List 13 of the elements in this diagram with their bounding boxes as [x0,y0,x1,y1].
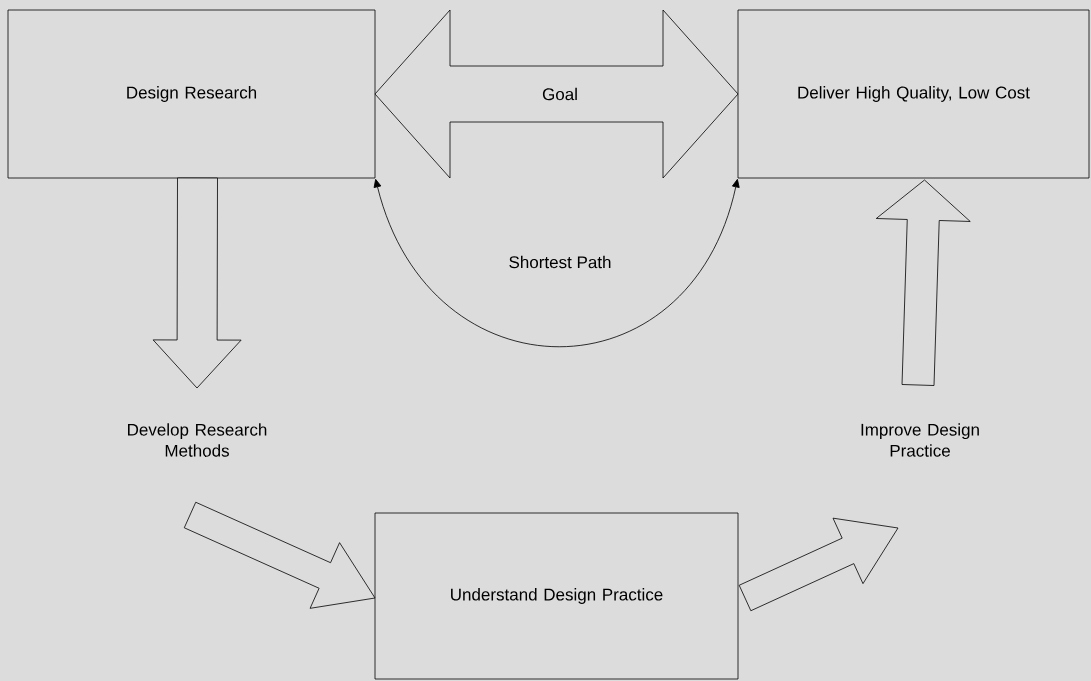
block-arrow [875,179,971,386]
block-arrow [738,517,899,612]
curved-arrow [373,178,740,348]
process-box: Design Research [7,9,376,179]
edge-label: Shortest Path [509,255,611,269]
block-arrow [152,177,242,389]
block-arrow [183,501,376,609]
process-box: Understand Design Practice [374,512,739,680]
process-box: Deliver High Quality, Low Cost [737,9,1090,179]
block-arrow [374,9,739,179]
node-text: Develop Research Methods [128,423,267,457]
node-text: Improve Design Practice [861,423,979,457]
edge-label: Goal [542,87,577,101]
